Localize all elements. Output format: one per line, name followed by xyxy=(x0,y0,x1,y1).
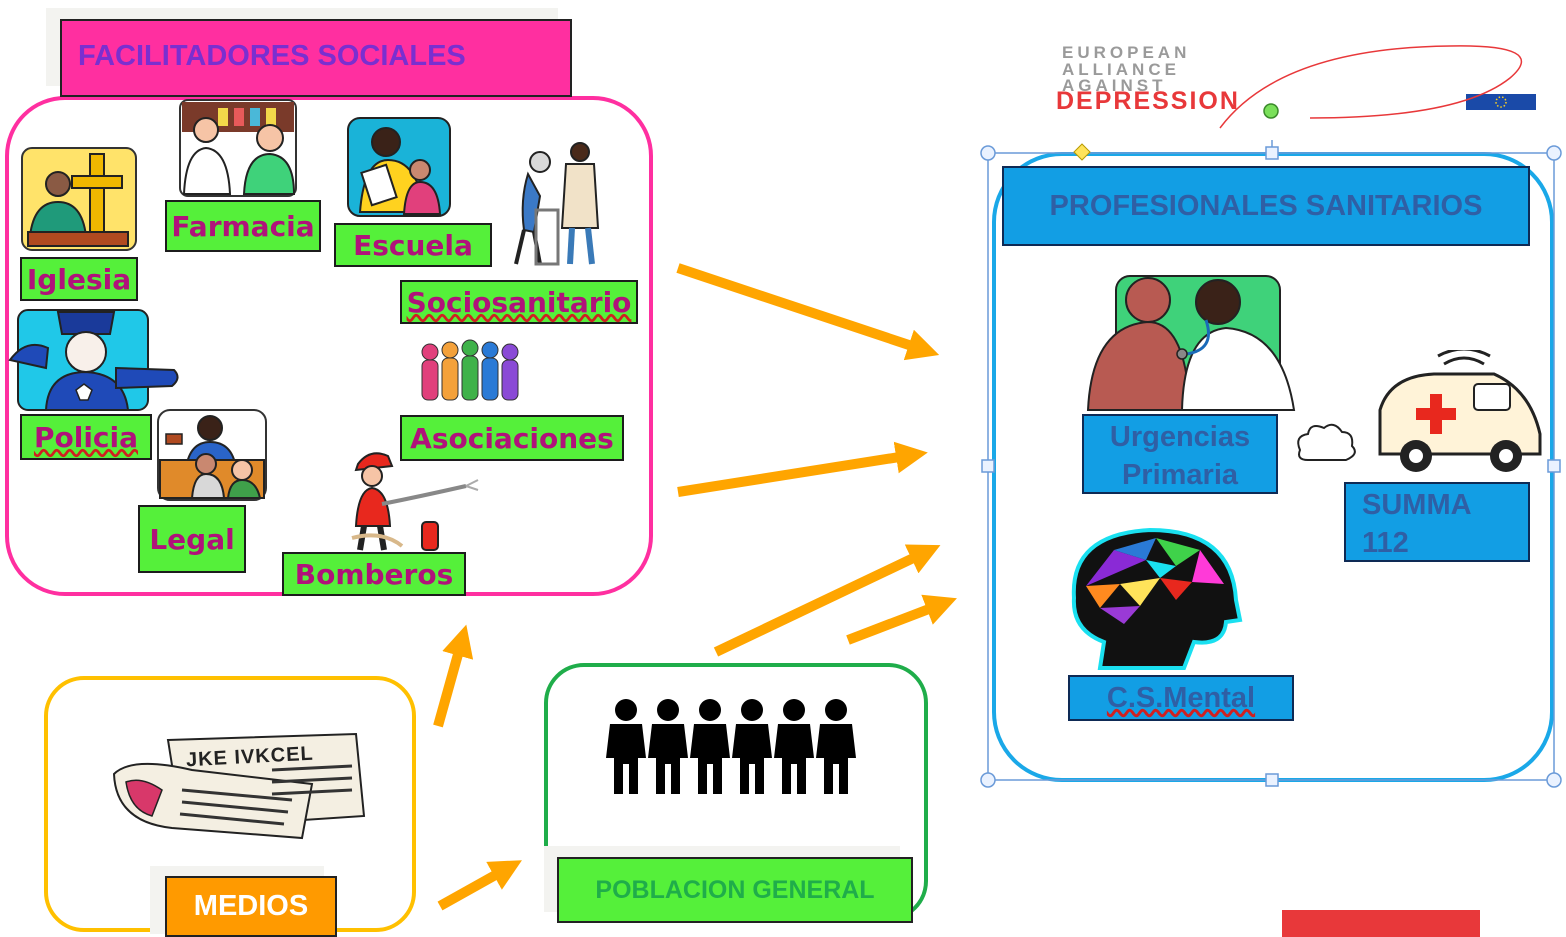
profesionales-title: PROFESIONALES SANITARIOS xyxy=(1002,166,1530,246)
legal-icon xyxy=(157,409,267,501)
facilitadores-title-text: FACILITADORES SOCIALES xyxy=(78,40,466,72)
urgencias-label: Urgencias Primaria xyxy=(1082,414,1278,494)
arrow-facilitadores-to-profesionales-1 xyxy=(676,263,940,361)
policia-text: Policia xyxy=(33,420,139,454)
arrow-poblacion-to-profesionales-1 xyxy=(713,544,941,657)
school-icon xyxy=(347,117,451,217)
summa-line-2: 112 xyxy=(1362,527,1409,559)
brain-head-icon xyxy=(1071,527,1243,670)
bomberos-label: Bomberos xyxy=(282,552,466,596)
logo-line-4: DEPRESSION xyxy=(1056,87,1240,115)
logo-line-2: ALLIANCE xyxy=(1062,60,1180,79)
logo-line-3: AGAINST xyxy=(1062,76,1167,95)
escuela-label: Escuela xyxy=(334,223,492,267)
summa-label: SUMMA 112 xyxy=(1344,482,1530,562)
asociaciones-label: Asociaciones xyxy=(400,415,624,461)
medios-title: MEDIOS xyxy=(165,876,337,937)
sociosanitario-text: Sociosanitario xyxy=(406,285,632,319)
urgencias-line-2: Primaria xyxy=(1121,459,1239,491)
cs-mental-label: C.S.Mental xyxy=(1068,675,1294,721)
logo-swoosh-icon xyxy=(1219,45,1522,129)
urgencias-line-1: Urgencias xyxy=(1109,421,1251,453)
policia-label: Policia xyxy=(20,414,152,460)
eu-flag-icon xyxy=(1466,94,1536,110)
iglesia-label: Iglesia xyxy=(20,257,138,301)
rotate-handle-icon[interactable] xyxy=(1262,102,1280,120)
legal-label: Legal xyxy=(138,505,246,573)
caregiver-icon xyxy=(514,142,600,266)
arrow-medios-to-poblacion xyxy=(437,860,522,911)
doctor-patient-icon xyxy=(1086,275,1296,411)
arrow-medios-to-facilitadores xyxy=(433,624,474,728)
cs-mental-text: C.S.Mental xyxy=(1106,681,1256,714)
selection-handles xyxy=(980,140,1562,788)
poblacion-title: POBLACION GENERAL xyxy=(557,857,913,923)
logo-line-1: EUROPEAN xyxy=(1062,43,1191,62)
arrow-facilitadores-to-profesionales-2 xyxy=(677,441,928,497)
red-block xyxy=(1282,910,1480,937)
sociosanitario-label: Sociosanitario xyxy=(400,280,638,324)
summa-line-1: SUMMA xyxy=(1362,489,1472,521)
newspaper-icon xyxy=(112,732,366,840)
police-icon xyxy=(8,309,179,411)
church-icon xyxy=(21,147,137,251)
farmacia-label: Farmacia xyxy=(165,200,321,252)
facilitadores-title xyxy=(60,19,572,97)
pharmacy-icon xyxy=(179,99,297,197)
arrow-poblacion-to-profesionales-2 xyxy=(846,594,957,645)
ambulance-icon xyxy=(1297,350,1542,472)
firefighter-icon xyxy=(351,452,479,551)
associations-icon xyxy=(421,339,519,401)
